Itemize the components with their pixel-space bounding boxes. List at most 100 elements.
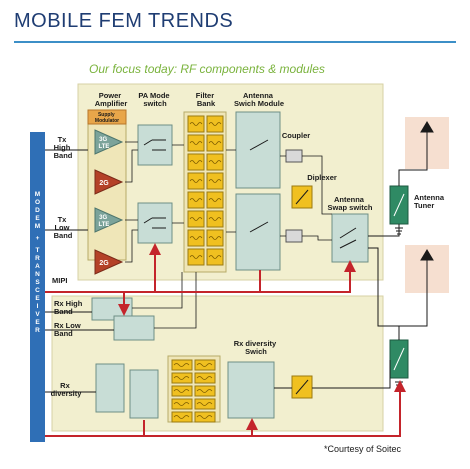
pa-2g-high-label: 2G	[99, 180, 109, 187]
filter-wave-icon	[189, 160, 203, 164]
antenna-feed-diversity	[368, 247, 428, 340]
power-amplifier-label: Power Amplifier	[95, 91, 128, 108]
coupler-low	[285, 229, 303, 243]
pa-mode-switch-label: PA Mode switch	[138, 91, 171, 108]
filter-wave-icon	[173, 389, 190, 393]
filter-tile	[187, 248, 205, 266]
switch-icon	[249, 139, 269, 233]
mipi-control-bus	[45, 260, 356, 293]
antenna-switch-module-low	[235, 193, 281, 271]
diplexer-icon	[295, 189, 309, 205]
rx-return-lines	[132, 272, 197, 329]
rx-path-lines	[274, 360, 391, 395]
filter-wave-icon	[189, 198, 203, 202]
filter-tile	[187, 172, 205, 190]
filter-wave-icon	[196, 415, 213, 419]
signal-lines	[45, 149, 114, 393]
rx-diversity-input-switch-2	[129, 369, 159, 419]
pa-2g-low-label: 2G	[99, 260, 109, 267]
rx-low-band-label: Rx Low Band	[54, 321, 83, 338]
rx-diversity-switch-label: Rx diversity Swich	[234, 339, 279, 356]
pa-mode-switch-low	[137, 202, 173, 244]
filter-tile	[171, 385, 193, 397]
filter-wave-icon	[208, 255, 222, 259]
filter-tile	[206, 115, 224, 133]
pa-mode-switch-high	[137, 124, 173, 166]
filter-wave-icon	[208, 179, 222, 183]
filter-tile	[187, 229, 205, 247]
filter-wave-icon	[171, 359, 216, 423]
filter-tile	[171, 372, 193, 384]
filter-wave-icon	[173, 415, 190, 419]
filter-tile	[194, 398, 216, 410]
filter-tile	[171, 359, 193, 371]
filter-wave-icon	[189, 255, 203, 259]
filter-tile	[206, 134, 224, 152]
filter-wave-icon	[196, 376, 213, 380]
filter-tile	[194, 385, 216, 397]
filter-wave-icon	[196, 402, 213, 406]
filter-wave-icon	[189, 122, 203, 126]
modem-transceiver-bar	[30, 132, 45, 442]
filter-wave-icon	[208, 160, 222, 164]
coupler-high	[285, 149, 303, 163]
mipi-to-diversity-tuner	[45, 380, 406, 437]
antenna-switch-module-label: Antenna Swich Module	[234, 91, 284, 108]
filter-wave-icon	[208, 122, 222, 126]
filter-tile	[206, 153, 224, 171]
filter-wave-icon	[196, 389, 213, 393]
filter-tile	[206, 210, 224, 228]
filter-wave-icon	[173, 376, 190, 380]
filter-wave-icon	[208, 236, 222, 240]
rx-low-band-switch	[113, 315, 155, 341]
filter-tile	[206, 248, 224, 266]
pa-3g-lte-high-icon	[94, 129, 124, 155]
antenna-switch-module-high	[235, 111, 281, 189]
switch-icon	[143, 139, 166, 151]
filter-wave-icon	[189, 141, 203, 145]
tx-path-lines	[172, 144, 332, 241]
rx-diversity-label: Rx diversity	[51, 381, 83, 398]
rx-diversity-input-switch	[95, 363, 125, 413]
switch-icon	[143, 217, 166, 229]
filter-wave-icon	[173, 402, 190, 406]
antenna-tuner-label: Antenna Tuner	[414, 193, 446, 210]
rx-diversity-switch-block	[227, 361, 275, 419]
filter-tile	[187, 191, 205, 209]
mipi-label: MIPI	[52, 276, 67, 285]
filter-wave-icon	[189, 217, 203, 221]
filter-tile	[171, 398, 193, 410]
antenna-swap-switch-label: Antenna Swap switch	[327, 195, 372, 212]
filter-tile	[206, 191, 224, 209]
filter-tile	[206, 172, 224, 190]
antenna-icon	[420, 249, 434, 288]
mipi-to-tx-switches	[155, 245, 261, 292]
filter-tile	[194, 372, 216, 384]
filter-tile	[194, 359, 216, 371]
page-title: MOBILE FEM TRENDS	[14, 10, 234, 32]
antenna-swap-switch-block	[331, 213, 369, 263]
filter-tile	[206, 229, 224, 247]
filter-wave-icon	[208, 217, 222, 221]
filter-tile	[187, 210, 205, 228]
diagram-subtitle: Our focus today: RF components & modules	[89, 62, 325, 76]
switch-icon	[339, 227, 357, 249]
filter-wave-icon	[187, 115, 224, 266]
filter-wave-icon	[189, 236, 203, 240]
tx-high-band-label: Tx High Band	[54, 135, 73, 160]
tx-low-band-label: Tx Low Band	[54, 215, 73, 240]
supply-modulator-block	[87, 109, 127, 125]
filter-tile	[187, 115, 205, 133]
antenna-icon	[420, 121, 434, 158]
mipi-to-rx-switches	[143, 420, 252, 436]
filter-tile	[194, 411, 216, 423]
pa-2g-high-icon	[94, 169, 124, 195]
pa-3g-lte-low-label: 3G LTE	[99, 215, 110, 228]
filter-wave-icon	[173, 363, 190, 367]
pa-connection-lines	[125, 141, 138, 263]
title-underline	[14, 41, 456, 43]
filter-tile	[171, 411, 193, 423]
tuner-icon	[393, 193, 405, 371]
